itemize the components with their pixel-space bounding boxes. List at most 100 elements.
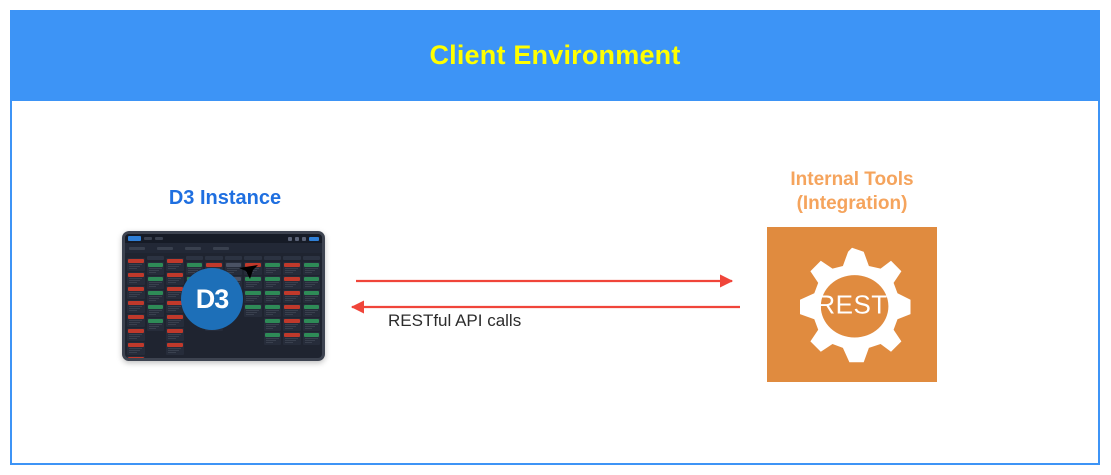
dashboard-card [283, 290, 301, 303]
dashboard-card-line [168, 294, 179, 295]
dashboard-card-line [285, 326, 296, 327]
dashboard-card-status-chip [264, 305, 280, 309]
dashboard-card [283, 318, 301, 331]
dashboard-card-status-chip [303, 277, 319, 281]
dashboard-card-line [285, 342, 293, 343]
dashboard-card [127, 272, 145, 285]
dashboard-card-line [304, 298, 316, 299]
dashboard-card-line [246, 310, 260, 311]
dashboard-column [146, 256, 164, 355]
dashboard-column [283, 256, 301, 355]
dashboard-card-status-chip [264, 333, 280, 337]
dashboard-card-line [265, 324, 279, 325]
dashboard-card-status-chip [128, 301, 144, 305]
dashboard-card-line [187, 270, 199, 271]
d3-logo: D3 [181, 268, 243, 330]
dashboard-card-line [148, 286, 157, 287]
dashboard-card-status-chip [128, 315, 144, 319]
dashboard-card-line [168, 282, 176, 283]
dashboard-card-line [129, 324, 137, 325]
dashboard-card [283, 332, 301, 345]
dashboard-card-line [285, 268, 299, 269]
connection-label: RESTful API calls [388, 311, 522, 330]
dashboard-card-line [129, 278, 143, 279]
dashboard-card-line [265, 338, 279, 339]
d3-dashboard: D3 [125, 234, 322, 358]
dashboard-card-line [168, 266, 179, 267]
dashboard-column-header [263, 256, 281, 260]
dashboard-status-chip [302, 236, 306, 241]
dashboard-card-line [168, 324, 176, 325]
dashboard-card-line [265, 284, 277, 285]
dashboard-card-line [265, 270, 277, 271]
dashboard-card-status-chip [186, 263, 202, 267]
dashboard-card-line [304, 312, 316, 313]
dashboard-column [166, 256, 184, 355]
dashboard-brand-chip [128, 236, 141, 241]
dashboard-card-line [148, 324, 162, 325]
dashboard-column-header [185, 256, 203, 260]
dashboard-card-line [129, 310, 137, 311]
dashboard-card-status-chip [167, 329, 183, 333]
dashboard-card-line [148, 314, 157, 315]
dashboard-card [263, 332, 281, 345]
dashboard-card-line [285, 312, 296, 313]
dashboard-card-line [168, 322, 179, 323]
dashboard-card-line [285, 324, 299, 325]
dashboard-card [283, 304, 301, 317]
dashboard-card-line [246, 282, 260, 283]
dashboard-card-line [187, 268, 201, 269]
dashboard-card [263, 318, 281, 331]
dashboard-card-status-chip [167, 287, 183, 291]
dashboard-card-line [148, 268, 162, 269]
dashboard-card-line [148, 296, 162, 297]
client-environment-header: Client Environment [10, 10, 1100, 101]
dashboard-card-line [304, 270, 316, 271]
dashboard-card-line [129, 280, 140, 281]
dashboard-column [263, 256, 281, 355]
dashboard-card-status-chip [147, 263, 163, 267]
dashboard-card [263, 262, 281, 275]
dashboard-card-line [129, 306, 143, 307]
internal-tools-label-line1: Internal Tools [790, 169, 914, 190]
dashboard-card-line [129, 264, 143, 265]
dashboard-card-line [265, 314, 274, 315]
dashboard-account-chip [309, 236, 319, 241]
dashboard-card-line [168, 308, 179, 309]
dashboard-card-line [304, 282, 318, 283]
dashboard-card-line [148, 328, 157, 329]
dashboard-card-status-chip [128, 273, 144, 277]
connection-arrows: RESTful API calls [340, 265, 760, 350]
dashboard-card-status-chip [128, 343, 144, 347]
dashboard-topbar [125, 234, 322, 243]
dashboard-card-line [187, 272, 196, 273]
dashboard-card-line [265, 286, 274, 287]
dashboard-card-line [226, 270, 238, 271]
dashboard-card-line [265, 298, 277, 299]
dashboard-card [283, 262, 301, 275]
dashboard-card-line [304, 268, 318, 269]
d3-instance-label: D3 Instance [168, 187, 282, 209]
dashboard-card-line [265, 342, 274, 343]
dashboard-card-status-chip [303, 319, 319, 323]
dashboard-card-line [168, 306, 182, 307]
dashboard-card-status-chip [264, 319, 280, 323]
gear-icon [800, 247, 911, 362]
dashboard-card-line [168, 268, 176, 269]
dashboard-card-status-chip [245, 277, 261, 281]
dashboard-card-line [265, 328, 274, 329]
dashboard-card-status-chip [284, 319, 300, 323]
dashboard-card-line [129, 338, 137, 339]
dashboard-card [302, 318, 320, 331]
internal-tools-box: REST [767, 227, 937, 382]
dashboard-tab [185, 246, 201, 250]
dashboard-card [166, 286, 184, 299]
dashboard-card-line [148, 284, 160, 285]
dashboard-card-status-chip [264, 277, 280, 281]
dashboard-card-status-chip [167, 315, 183, 319]
dashboard-card [224, 262, 242, 275]
dashboard-card-status-chip [225, 263, 241, 267]
dashboard-card-line [168, 334, 182, 335]
dashboard-card-status-chip [284, 263, 300, 267]
dashboard-card-line [129, 352, 137, 353]
